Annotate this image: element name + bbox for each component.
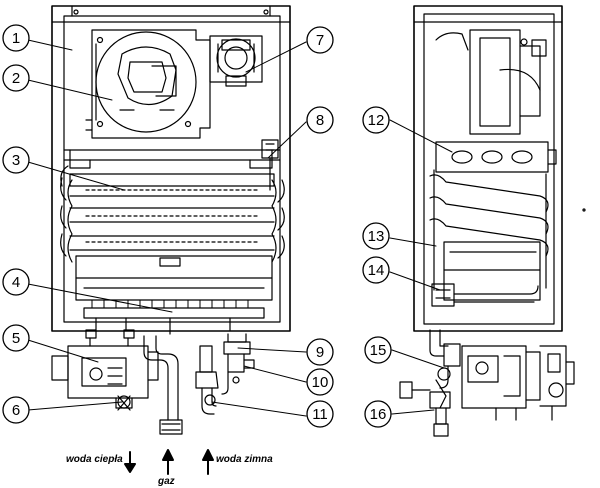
callout-circle-11 xyxy=(306,400,334,428)
callout-number-16: 16 xyxy=(370,406,387,423)
callout-circle-14 xyxy=(362,256,390,284)
leader-11 xyxy=(211,401,307,417)
leader-14 xyxy=(389,271,441,291)
cold-water-inlet xyxy=(221,333,255,395)
side-view xyxy=(399,5,586,437)
callout-circle-3 xyxy=(2,146,30,174)
side-fan xyxy=(435,29,547,135)
cold-water-label: woda zimna xyxy=(216,454,273,465)
gas-label: gaz xyxy=(157,476,175,487)
callout-circle-7 xyxy=(306,26,334,54)
leader-5 xyxy=(27,339,99,363)
callout-number-2: 2 xyxy=(12,70,20,87)
heat-exchanger xyxy=(60,165,285,263)
side-heat-exchanger xyxy=(429,141,557,291)
callout-number-3: 3 xyxy=(12,152,20,169)
gas-inlet xyxy=(195,345,219,415)
hot-water-label: woda ciepła xyxy=(66,454,123,465)
callout-number-13: 13 xyxy=(368,228,385,245)
leader-9 xyxy=(237,347,307,353)
callout-circle-15 xyxy=(364,336,392,364)
leader-6 xyxy=(27,401,123,411)
gas-valve xyxy=(51,329,159,399)
callout-circle-12 xyxy=(362,106,390,134)
callout-number-9: 9 xyxy=(316,344,324,361)
callout-number-4: 4 xyxy=(12,274,20,291)
hot-water-pipe xyxy=(143,335,183,435)
callout-number-5: 5 xyxy=(12,330,20,347)
leader-3 xyxy=(27,161,125,191)
side-electrode xyxy=(431,283,539,307)
callout-circle-8 xyxy=(306,106,334,134)
front-view xyxy=(51,5,291,435)
fan-housing xyxy=(85,29,211,139)
callout-number-15: 15 xyxy=(370,342,387,359)
callouts: 1 2 3 4 5 6 7 8 9 10 11 12 13 14 15 16 xyxy=(2,24,453,428)
callout-number-8: 8 xyxy=(316,112,324,129)
flow-legend: woda ciepła gaz woda zimna xyxy=(66,449,273,487)
callout-number-10: 10 xyxy=(312,374,329,391)
callout-circle-13 xyxy=(362,222,390,250)
callout-number-11: 11 xyxy=(312,406,328,423)
callout-number-12: 12 xyxy=(368,112,385,129)
callout-circle-9 xyxy=(306,338,334,366)
side-burner xyxy=(443,241,541,301)
callout-circle-2 xyxy=(2,64,30,92)
callout-number-7: 7 xyxy=(316,32,324,49)
safety-thermostat xyxy=(261,139,279,191)
leader-10 xyxy=(243,365,307,383)
callout-number-6: 6 xyxy=(12,402,20,419)
callout-circle-1 xyxy=(2,24,30,52)
leader-8 xyxy=(267,121,307,159)
leader-1 xyxy=(27,39,73,51)
callout-circle-6 xyxy=(2,396,30,424)
pressure-switch xyxy=(209,35,263,87)
leader-13 xyxy=(389,237,437,247)
gas-arrow-icon xyxy=(162,449,174,475)
callout-number-14: 14 xyxy=(368,262,385,279)
side-casing xyxy=(413,5,563,332)
callout-circle-5 xyxy=(2,324,30,352)
burner xyxy=(75,255,273,335)
leader-7 xyxy=(245,41,307,73)
callout-circle-4 xyxy=(2,268,30,296)
leader-12 xyxy=(389,119,453,153)
hot-water-arrow-icon xyxy=(124,451,136,473)
leader-2 xyxy=(27,79,113,101)
side-fittings xyxy=(399,329,575,437)
callout-circle-10 xyxy=(306,368,334,396)
leader-16 xyxy=(391,409,435,415)
leader-15 xyxy=(391,349,445,369)
callout-number-1: 1 xyxy=(12,30,20,47)
callout-circle-16 xyxy=(364,400,392,428)
leader-4 xyxy=(27,283,173,313)
cold-water-arrow-icon xyxy=(202,449,214,475)
